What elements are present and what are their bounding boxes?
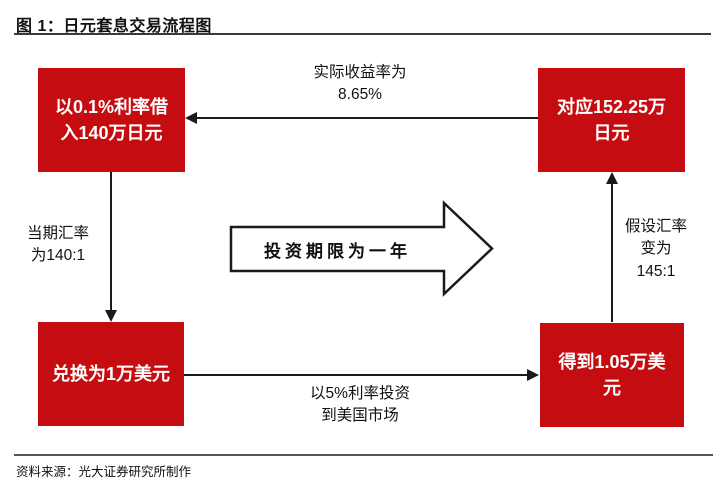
arrow-right-upward xyxy=(606,172,618,322)
node-corresponding-yen-line2: 日元 xyxy=(593,123,630,143)
node-exchange-usd-line1: 兑换为1万美元 xyxy=(51,363,170,384)
arrowhead-right-icon xyxy=(527,369,539,381)
label-assumed-fx-rate-line2: 变为 xyxy=(640,240,672,258)
node-borrow-yen-line1: 以0.1%利率借 xyxy=(54,96,169,117)
label-invest-us-market-line2: 到美国市场 xyxy=(321,407,399,425)
source-divider xyxy=(14,454,713,456)
title-divider xyxy=(14,33,711,35)
big-right-arrow-shape xyxy=(229,200,494,297)
node-receive-usd-line2: 元 xyxy=(603,378,621,398)
arrow-bottom-rightward xyxy=(184,369,539,381)
node-exchange-usd: 兑换为1万美元 xyxy=(38,322,184,426)
label-actual-return: 实际收益率为 8.65% xyxy=(280,62,440,107)
node-borrow-yen-line2: 入140万日元 xyxy=(60,123,163,143)
node-corresponding-yen: 对应152.25万 日元 xyxy=(538,68,685,172)
label-current-fx-rate: 当期汇率 为140:1 xyxy=(14,223,102,268)
label-assumed-fx-rate-line3: 145:1 xyxy=(636,262,676,280)
label-investment-horizon: 投资期限为一年 xyxy=(264,241,411,261)
node-receive-usd-line1: 得到1.05万美 xyxy=(558,351,666,372)
label-assumed-fx-rate-line1: 假设汇率 xyxy=(624,218,687,235)
label-current-fx-rate-line1: 当期汇率 xyxy=(26,225,89,242)
label-assumed-fx-rate: 假设汇率 变为 145:1 xyxy=(618,216,694,283)
source-note: 资料来源：光大证券研究所制作 xyxy=(16,465,192,479)
arrow-left-downward xyxy=(105,172,117,322)
label-actual-return-line2: 8.65% xyxy=(338,86,382,104)
arrowhead-left-icon xyxy=(185,112,197,124)
label-actual-return-line1: 实际收益率为 xyxy=(313,64,407,81)
node-borrow-yen: 以0.1%利率借 入140万日元 xyxy=(38,68,185,172)
node-corresponding-yen-line1: 对应152.25万 xyxy=(556,96,667,117)
arrowhead-down-icon xyxy=(105,310,117,322)
label-current-fx-rate-line2: 为140:1 xyxy=(30,247,86,265)
arrowhead-up-icon xyxy=(606,172,618,184)
figure-title: 图 1：日元套息交易流程图 xyxy=(16,18,212,35)
label-invest-us-market: 以5%利率投资 到美国市场 xyxy=(280,383,440,428)
node-receive-usd: 得到1.05万美 元 xyxy=(540,323,684,427)
label-invest-us-market-line1: 以5%利率投资 xyxy=(310,385,410,402)
arrow-top-leftward xyxy=(185,112,538,124)
